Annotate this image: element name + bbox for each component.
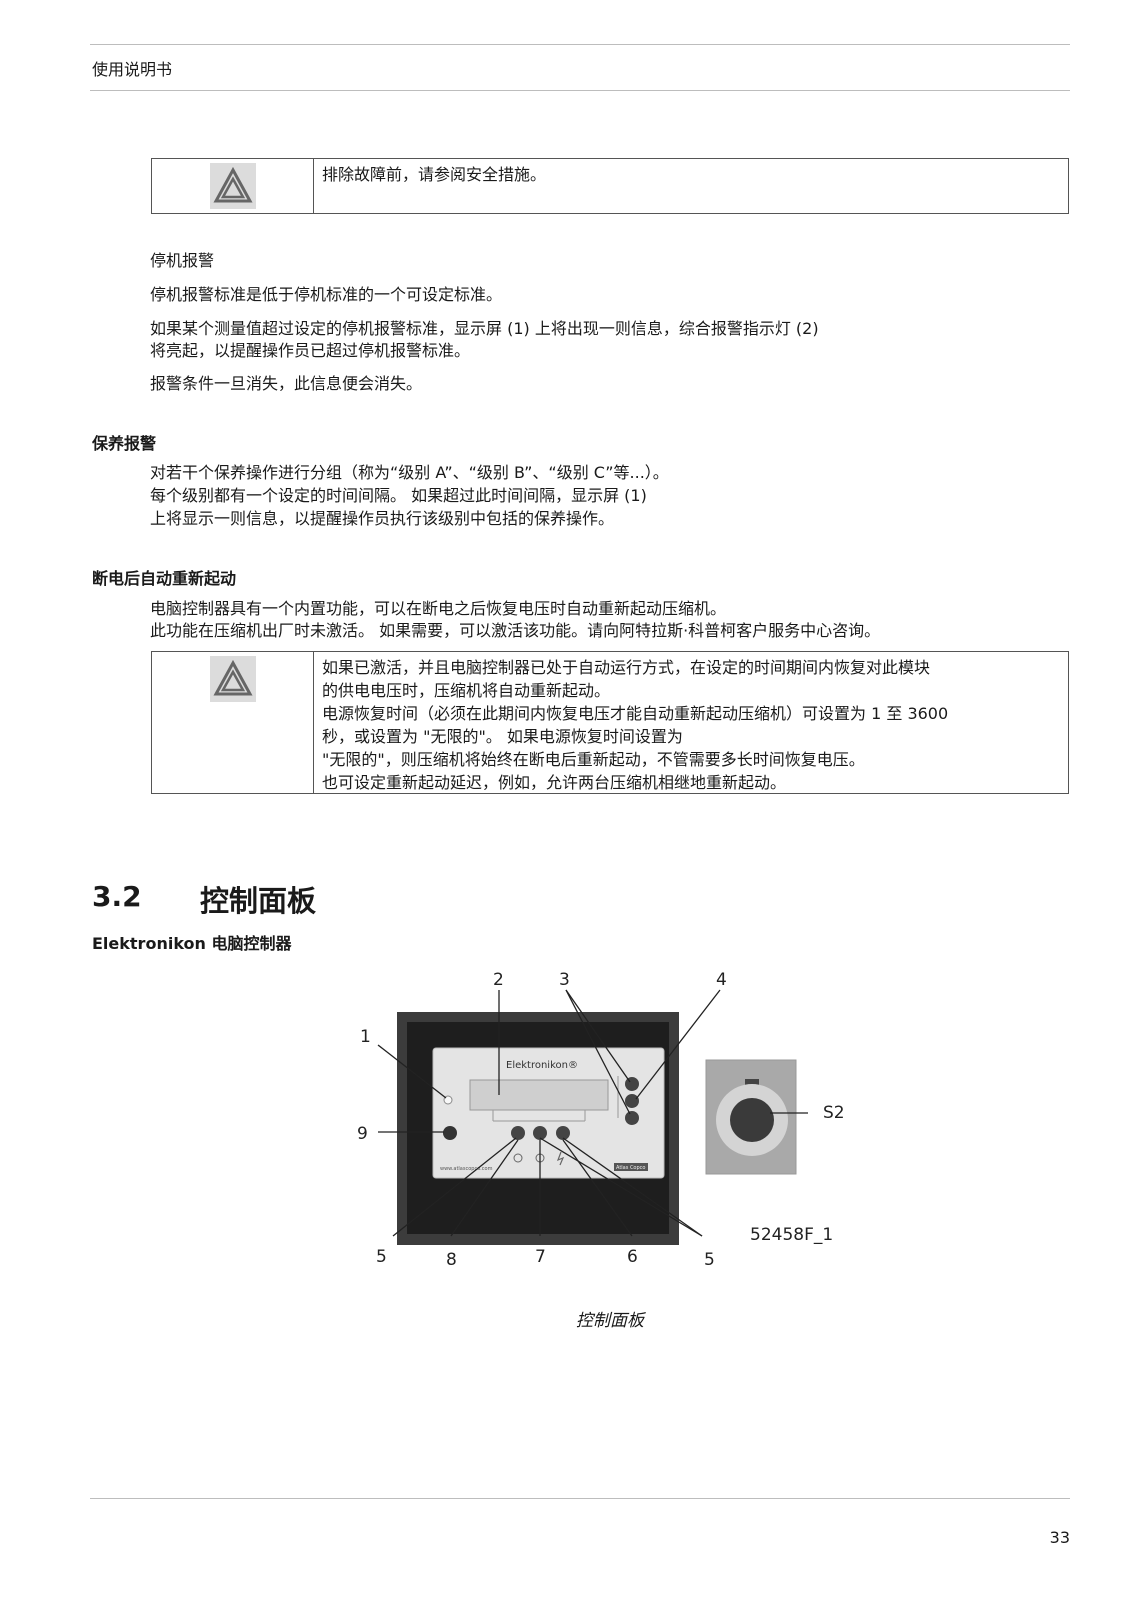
header-title: 使用说明书 <box>92 60 173 79</box>
note-line: 也可设定重新起动延迟，例如，允许两台压缩机相继地重新起动。 <box>322 773 787 792</box>
service-warning-line1: 对若干个保养操作进行分组（称为“级别 A”、“级别 B”、“级别 C”等...）… <box>150 463 669 482</box>
auto-operation-led <box>513 1153 523 1163</box>
header-top-rule <box>90 44 1070 45</box>
warning-triangle-icon <box>209 163 256 209</box>
scroll-down-key <box>625 1111 639 1125</box>
shutdown-warning-p1: 停机报警标准是低于停机标准的一个可设定标准。 <box>150 285 503 304</box>
figure-code: 52458F_1 <box>750 1225 833 1245</box>
shutdown-warning-heading: 停机报警 <box>150 251 215 270</box>
reset-key <box>443 1126 457 1140</box>
auto-restart-line1: 电脑控制器具有一个内置功能，可以在断电之后恢复电压时自动重新起动压缩机。 <box>150 599 727 618</box>
note-icon-cell <box>152 159 314 213</box>
panel-brand-small: Atlas Copco <box>616 1165 645 1171</box>
safety-note: 排除故障前，请参阅安全措施。 <box>151 158 1069 214</box>
figure-caption: 控制面板 <box>576 1311 644 1331</box>
callout-9: 9 <box>357 1124 368 1144</box>
emergency-stop-button <box>730 1098 774 1142</box>
display-screen <box>469 1079 609 1111</box>
callout-5-left: 5 <box>376 1247 387 1267</box>
service-warning-line2: 每个级别都有一个设定的时间间隔。 如果超过此时间间隔，显示屏 (1) <box>150 486 647 505</box>
atlas-logo-plate <box>614 1163 648 1171</box>
shutdown-warning-p3: 报警条件一旦消失，此信息便会消失。 <box>150 374 423 393</box>
callout-1: 1 <box>360 1027 371 1047</box>
service-warning-heading: 保养报警 <box>92 434 157 453</box>
enter-key <box>625 1094 639 1108</box>
service-warning-line3: 上将显示一则信息，以提醒操作员执行该级别中包括的保养操作。 <box>150 509 615 528</box>
safety-note-text: 排除故障前，请参阅安全措施。 <box>322 165 547 184</box>
note-line: 如果已激活，并且电脑控制器已处于自动运行方式，在设定的时间期间内恢复对此模块 <box>322 658 931 677</box>
callout-4: 4 <box>716 970 727 990</box>
section-subheading: Elektronikon 电脑控制器 <box>92 934 292 953</box>
voltage-icon <box>556 1151 565 1166</box>
note-line: 秒，或设置为 "无限的"。 如果电源恢复时间设置为 <box>322 727 683 746</box>
page-number: 33 <box>1049 1528 1070 1547</box>
auto-restart-heading: 断电后自动重新起动 <box>92 569 237 588</box>
shutdown-warning-p2-line2: 将亮起，以提醒操作员已超过停机报警标准。 <box>150 341 471 360</box>
footer-rule <box>90 1498 1070 1499</box>
callout-6: 6 <box>627 1247 638 1267</box>
auto-restart-line2: 此功能在压缩机出厂时未激活。 如果需要，可以激活该功能。请向阿特拉斯·科普柯客户… <box>150 621 881 640</box>
note-icon-cell <box>152 652 314 793</box>
note-line: 电源恢复时间（必须在此期间内恢复电压才能自动重新起动压缩机）可设置为 1 至 3… <box>322 704 949 723</box>
section-title: 控制面板 <box>200 884 317 918</box>
callout-3: 3 <box>559 970 570 990</box>
function-key-3 <box>556 1126 570 1140</box>
callout-8: 8 <box>446 1250 457 1270</box>
panel-url-text: www.atlascopco.com <box>440 1166 493 1172</box>
function-key-1 <box>511 1126 525 1140</box>
auto-restart-note: 如果已激活，并且电脑控制器已处于自动运行方式，在设定的时间期间内恢复对此模块 的… <box>151 651 1069 794</box>
note-line: 的供电电压时，压缩机将自动重新起动。 <box>322 681 611 700</box>
auto-restart-note-text: 如果已激活，并且电脑控制器已处于自动运行方式，在设定的时间期间内恢复对此模块 的… <box>314 652 956 793</box>
note-line: "无限的"，则压缩机将始终在断电后重新起动，不管需要多长时间恢复电压。 <box>322 750 865 769</box>
header-bottom-rule <box>90 90 1070 91</box>
callout-5-right: 5 <box>704 1250 715 1270</box>
function-key-2 <box>533 1126 547 1140</box>
shutdown-warning-p2-line1: 如果某个测量值超过设定的停机报警标准，显示屏 (1) 上将出现一则信息，综合报警… <box>150 319 819 338</box>
brand-text: Elektronikon® <box>506 1060 578 1071</box>
callout-7: 7 <box>535 1247 546 1267</box>
callout-2: 2 <box>493 970 504 990</box>
warning-triangle-icon <box>209 656 256 702</box>
scroll-up-key <box>625 1077 639 1091</box>
callout-s2: S2 <box>823 1103 845 1123</box>
section-number: 3.2 <box>92 880 142 913</box>
